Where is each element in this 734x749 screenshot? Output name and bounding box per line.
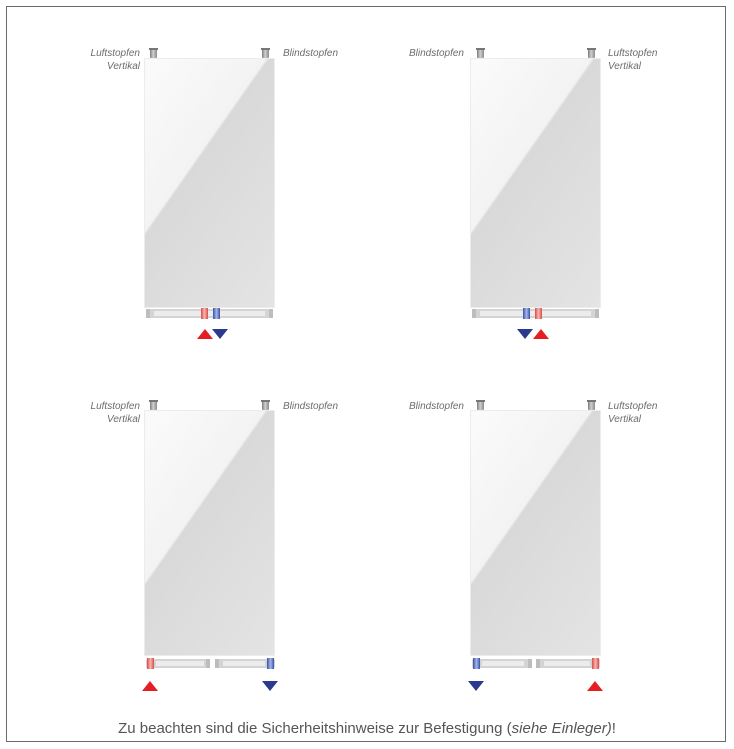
- supply-pipe: [147, 658, 154, 669]
- supply-arrow-icon: [533, 329, 549, 339]
- bar-inner: [482, 661, 524, 666]
- supply-pipe: [592, 658, 599, 669]
- bar-end-right: [206, 659, 210, 668]
- blind-plug-label: Blindstopfen: [283, 48, 339, 59]
- air-plug-label-line1: Luftstopfen: [90, 48, 140, 59]
- bar-end-left: [472, 309, 476, 318]
- bar-end-left: [536, 659, 540, 668]
- bar-inner: [156, 661, 204, 666]
- return-pipe: [523, 308, 530, 319]
- radiator-panel: [144, 58, 275, 308]
- bar-inner: [154, 311, 265, 316]
- return-pipe: [473, 658, 480, 669]
- air-plug-label-line1: Luftstopfen: [90, 401, 140, 412]
- air-plug-label-line2: Vertikal: [107, 414, 140, 425]
- air-plug-icon: [587, 48, 596, 58]
- safety-note-text: Zu beachten sind die Sicherheitshinweise…: [118, 720, 512, 737]
- radiator-panel: [144, 410, 275, 656]
- air-plug-icon: [587, 400, 596, 410]
- radiator-panel: [470, 58, 601, 308]
- air-plug-label-line1: Luftstopfen: [608, 401, 658, 412]
- safety-note: Zu beachten sind die Sicherheitshinweise…: [0, 720, 734, 737]
- diagram-frame: [6, 6, 726, 742]
- bar-end-right: [595, 309, 599, 318]
- blind-plug-label: Blindstopfen: [408, 401, 464, 412]
- bar-end-left: [146, 309, 150, 318]
- bar-end-right: [528, 659, 532, 668]
- air-plug-label: Luftstopfen Vertikal: [60, 47, 140, 73]
- air-plug-icon: [149, 48, 158, 58]
- bar-inner: [223, 661, 265, 666]
- connection-bar-right: [215, 659, 275, 668]
- safety-note-end: !: [611, 720, 616, 737]
- blind-plug-icon: [476, 48, 485, 58]
- supply-arrow-icon: [587, 681, 603, 691]
- return-arrow-icon: [517, 329, 533, 339]
- air-plug-label-line2: Vertikal: [608, 414, 641, 425]
- radiator-panel: [470, 410, 601, 656]
- return-pipe: [267, 658, 274, 669]
- return-arrow-icon: [468, 681, 484, 691]
- blind-plug-label: Blindstopfen: [408, 48, 464, 59]
- blind-plug-icon: [261, 48, 270, 58]
- air-plug-label: Luftstopfen Vertikal: [60, 400, 140, 426]
- return-arrow-icon: [262, 681, 278, 691]
- air-plug-label: Luftstopfen Vertikal: [608, 47, 657, 73]
- connection-bar-left: [146, 659, 210, 668]
- air-plug-label-line2: Vertikal: [107, 61, 140, 72]
- supply-arrow-icon: [142, 681, 158, 691]
- blind-plug-icon: [476, 400, 485, 410]
- air-plug-label-line1: Luftstopfen: [608, 48, 658, 59]
- bar-end-right: [269, 309, 273, 318]
- supply-pipe: [535, 308, 542, 319]
- supply-pipe: [201, 308, 208, 319]
- air-plug-label: Luftstopfen Vertikal: [608, 400, 657, 426]
- blind-plug-icon: [261, 400, 270, 410]
- return-arrow-icon: [212, 329, 228, 339]
- supply-arrow-icon: [197, 329, 213, 339]
- return-pipe: [213, 308, 220, 319]
- bar-end-left: [215, 659, 219, 668]
- air-plug-label-line2: Vertikal: [608, 61, 641, 72]
- bar-inner: [544, 661, 590, 666]
- safety-note-italic: siehe Einleger): [511, 720, 612, 737]
- connection-bar: [146, 309, 273, 318]
- air-plug-icon: [149, 400, 158, 410]
- connection-bar-left: [472, 659, 532, 668]
- connection-bar-right: [536, 659, 600, 668]
- blind-plug-label: Blindstopfen: [283, 401, 339, 412]
